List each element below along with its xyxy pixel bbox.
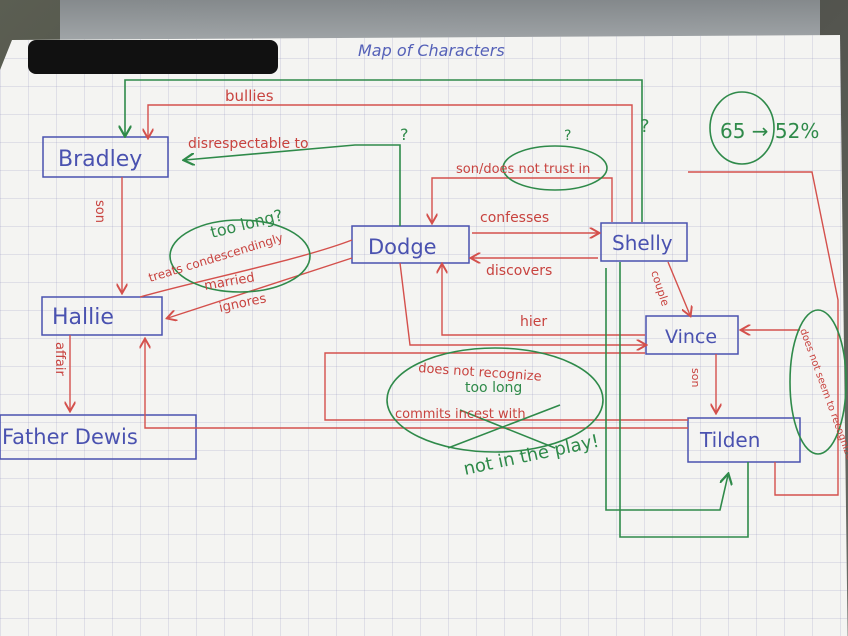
line-right-edge <box>688 171 839 496</box>
strike-incest <box>447 404 561 449</box>
label-heir: hier <box>520 314 547 330</box>
label-commits-incest: commits incest with <box>395 407 526 422</box>
label-bradley: Bradley <box>58 147 142 172</box>
label-does-not-seem: does not seem to recognize <box>797 327 848 461</box>
arrow-does-not-recognize <box>324 352 688 421</box>
circle-seem-recognize <box>789 309 847 455</box>
box-father-dewis <box>0 414 197 460</box>
label-disrespectable: disrespectable to <box>188 136 309 152</box>
label-ignores: ignores <box>218 291 268 316</box>
box-shelly <box>600 222 688 262</box>
label-married: married <box>203 270 256 294</box>
green-loop-tilden-inner <box>605 268 728 511</box>
arrow-couple <box>667 261 690 315</box>
arrow-treats <box>139 239 353 298</box>
arrow-heir <box>442 265 645 336</box>
label-son-does-not-trust: son/does not trust in <box>456 162 590 177</box>
annotation-score: 65 → 52% <box>720 119 819 143</box>
circle-incest <box>386 347 604 453</box>
green-loop-tilden <box>619 262 749 538</box>
arrow-ignores <box>168 257 353 318</box>
line-dodge-vince <box>399 262 645 345</box>
label-shelly: Shelly <box>612 231 673 255</box>
circle-does-not-trust <box>502 145 608 191</box>
box-dodge <box>351 225 470 264</box>
box-halie <box>41 296 163 336</box>
label-dodge: Dodge <box>368 235 437 259</box>
label-halie: Hallie <box>52 305 114 330</box>
annotation-question-3: ? <box>640 116 650 137</box>
annotation-too-long-2: too long <box>465 380 522 396</box>
label-discovers: discovers <box>486 263 552 279</box>
label-confesses: confesses <box>480 210 549 226</box>
box-bradley <box>42 136 169 178</box>
map-title: Map of Characters <box>358 41 505 60</box>
label-couple: couple <box>648 269 672 308</box>
box-tilden <box>687 417 801 463</box>
arrow-son-dodge <box>432 177 613 222</box>
circle-score <box>709 91 775 165</box>
annotation-question-1: ? <box>400 125 409 144</box>
label-father-dewis: Father Dewis <box>2 425 138 449</box>
label-affair: affair <box>52 342 67 377</box>
arrow-bullies <box>148 104 633 222</box>
arrow-disrespectable <box>185 144 401 226</box>
label-son-vince: son <box>689 368 702 387</box>
green-loop-bullies <box>125 79 643 222</box>
annotation-question-2: ? <box>564 128 571 144</box>
label-vince: Vince <box>665 326 717 348</box>
redacted-name <box>28 40 278 74</box>
label-bullies: bullies <box>225 87 274 105</box>
circle-treats <box>169 219 311 293</box>
label-tilden: Tilden <box>699 428 760 452</box>
label-son-bradley: son <box>92 200 107 223</box>
